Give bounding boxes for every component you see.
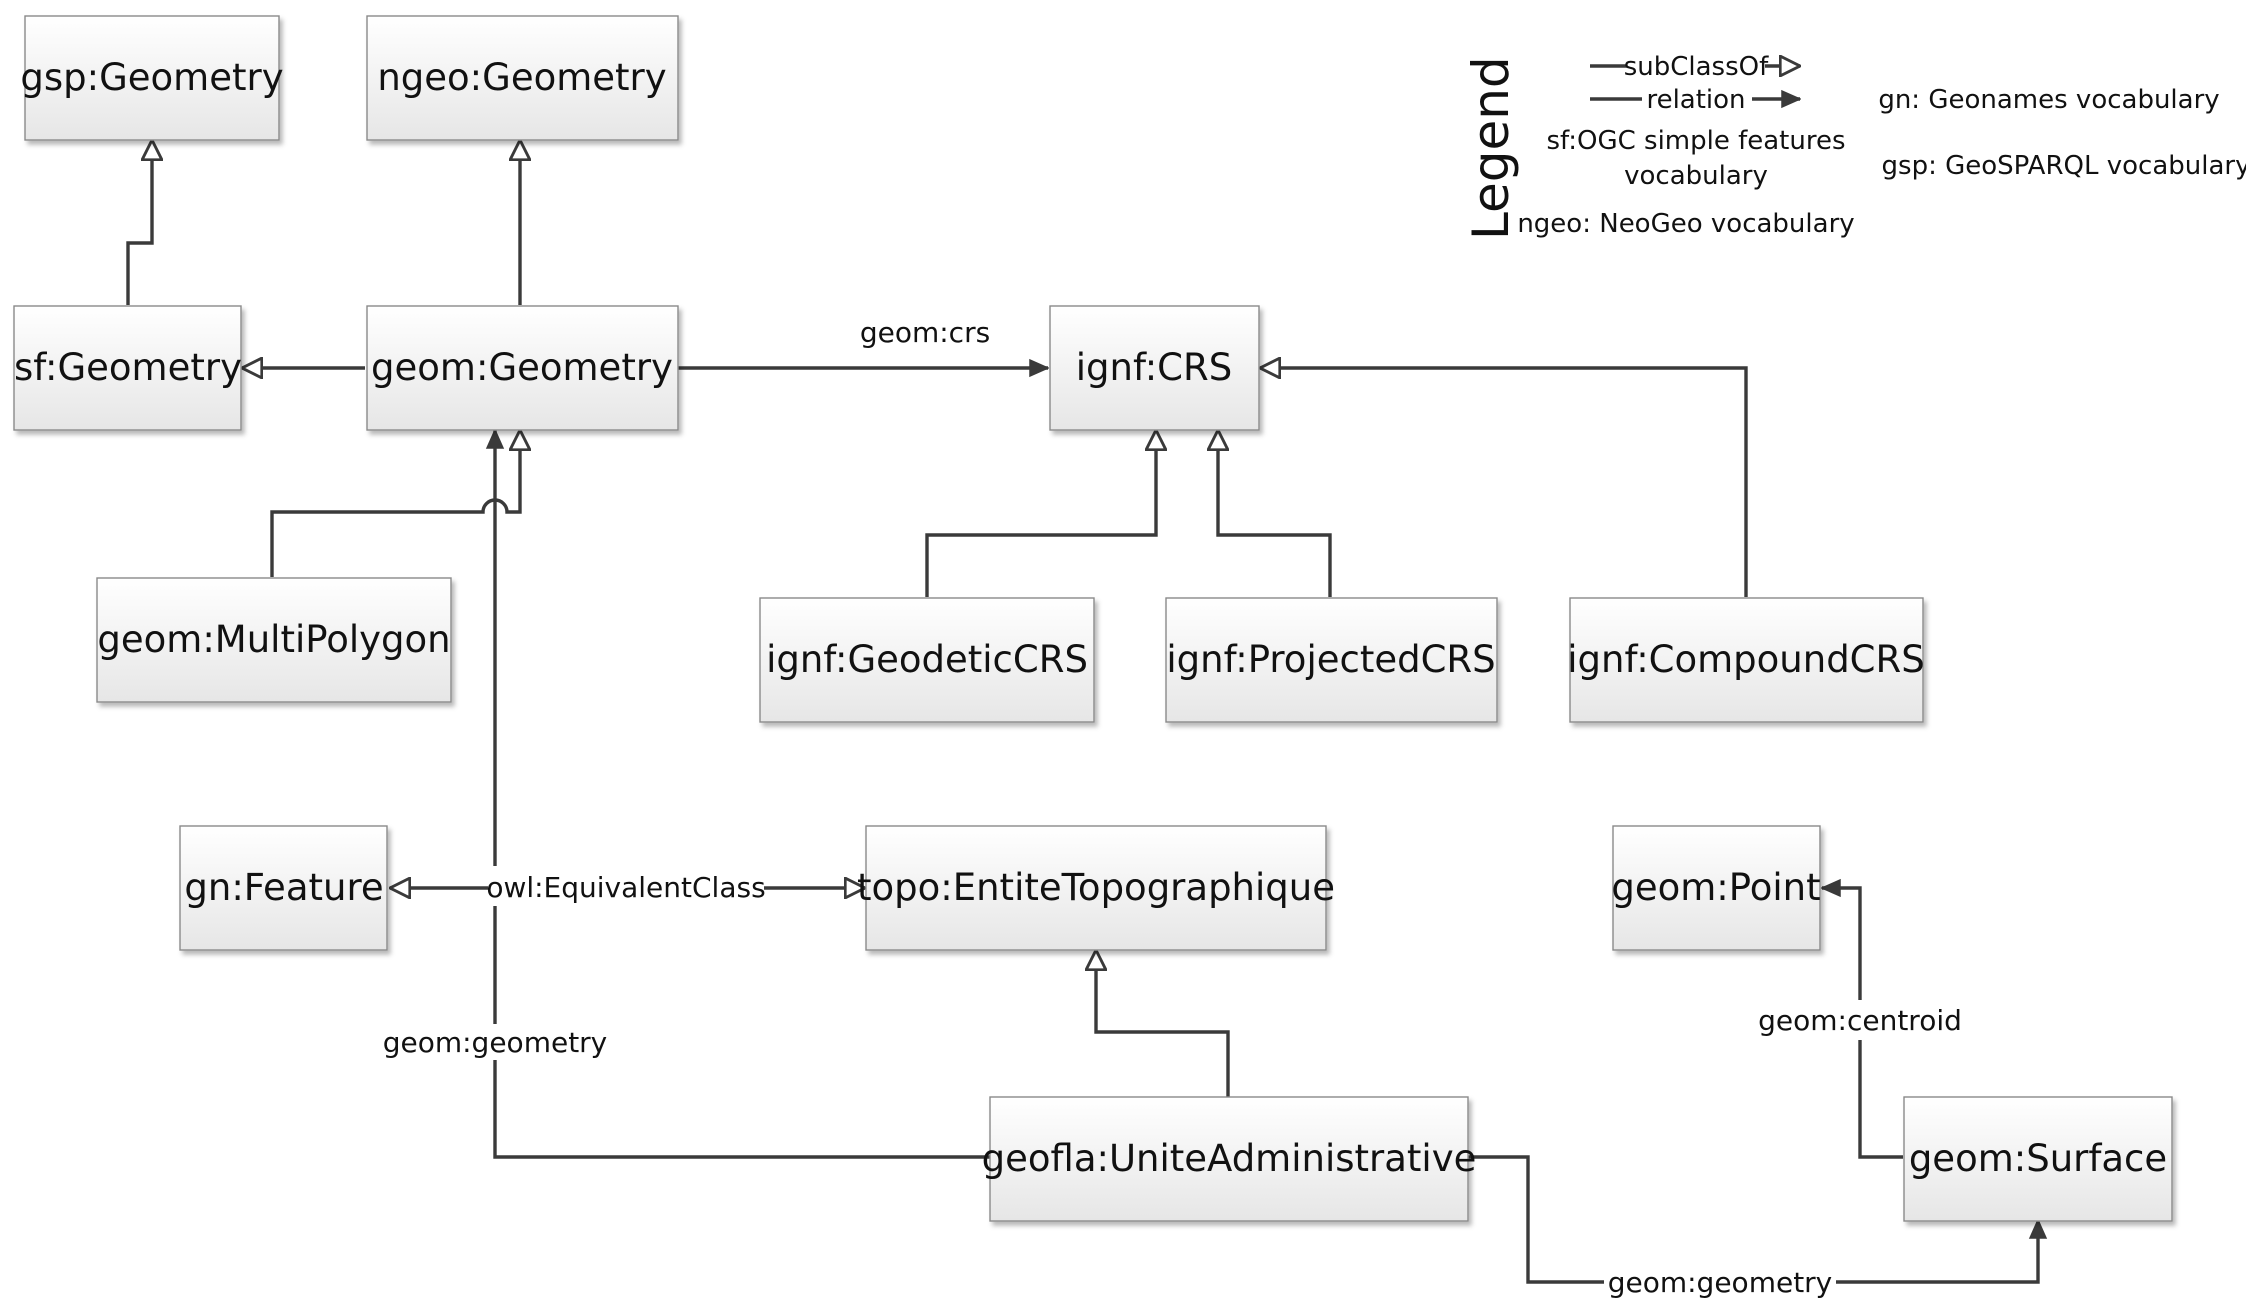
label-geom-geometry-left: geom:geometry [383,1026,608,1059]
node-geom-surface[interactable]: geom:Surface [1903,1096,2173,1222]
edge-multipolygon-to-geom [270,430,520,577]
node-label: geom:Geometry [371,346,673,389]
edge-labels: geom:crs owl:EquivalentClass geom:geomet… [383,316,1968,1302]
label-geom-geometry-bottom: geom:geometry [1608,1266,1833,1299]
edge-geodetic-to-crs [925,430,1156,597]
node-geofla-uniteadministrative[interactable]: geofla:UniteAdministrative [982,1096,1477,1222]
legend-gsp: gsp: GeoSPARQL vocabulary [1882,151,2246,181]
node-label: ngeo:Geometry [377,56,666,99]
node-ignf-projectedcrs[interactable]: ignf:ProjectedCRS [1165,597,1498,723]
node-label: ignf:CRS [1076,346,1232,389]
node-topo-entitetopographique[interactable]: topo:EntiteTopographique [857,825,1335,951]
label-equivalent-class: owl:EquivalentClass [486,871,765,904]
legend-subclassof-label: subClassOf [1624,52,1769,82]
node-sf-geometry[interactable]: sf:Geometry [13,305,242,431]
node-label: gn:Feature [184,866,383,909]
node-label: gsp:Geometry [20,56,283,99]
nodes: gsp:Geometry ngeo:Geometry sf:Geometry g… [13,15,2173,1222]
edge-sf-to-gsp [126,140,152,305]
node-geom-multipolygon[interactable]: geom:MultiPolygon [96,577,452,703]
edge-projected-to-crs [1218,430,1332,597]
node-label: topo:EntiteTopographique [857,866,1335,909]
node-geom-geometry[interactable]: geom:Geometry [366,305,679,431]
node-label: ignf:GeodeticCRS [766,638,1088,681]
node-gsp-geometry[interactable]: gsp:Geometry [20,15,284,141]
edge-geofla-to-surface [1468,1155,2038,1284]
edge-geofla-geometry [495,430,990,1159]
node-label: geom:Surface [1909,1137,2167,1180]
node-gn-feature[interactable]: gn:Feature [179,825,388,951]
legend-gn: gn: Geonames vocabulary [1878,85,2219,115]
node-ignf-geodeticcrs[interactable]: ignf:GeodeticCRS [759,597,1095,723]
legend-ngeo: ngeo: NeoGeo vocabulary [1517,209,1854,239]
node-label: sf:Geometry [14,346,242,389]
node-geom-point[interactable]: geom:Point [1611,825,1821,951]
node-label: geofla:UniteAdministrative [982,1137,1477,1180]
edge-compound-to-crs [1260,368,1748,597]
label-geom-crs: geom:crs [860,316,990,349]
legend: Legend subClassOf relation sf:OGC simple… [1462,50,2246,240]
edge-geofla-to-topo [1096,950,1230,1097]
node-ngeo-geometry[interactable]: ngeo:Geometry [366,15,679,141]
label-geom-centroid: geom:centroid [1758,1004,1962,1037]
node-label: ignf:CompoundCRS [1567,638,1924,681]
legend-sf-line1: sf:OGC simple features [1546,126,1845,156]
legend-sf-line2: vocabulary [1624,161,1768,191]
node-label: geom:MultiPolygon [97,618,450,661]
legend-title: Legend [1462,56,1520,240]
node-ignf-compoundcrs[interactable]: ignf:CompoundCRS [1567,597,1925,723]
node-label: geom:Point [1611,866,1820,909]
node-label: ignf:ProjectedCRS [1166,638,1495,681]
node-ignf-crs[interactable]: ignf:CRS [1049,305,1260,431]
legend-relation-label: relation [1646,85,1745,115]
